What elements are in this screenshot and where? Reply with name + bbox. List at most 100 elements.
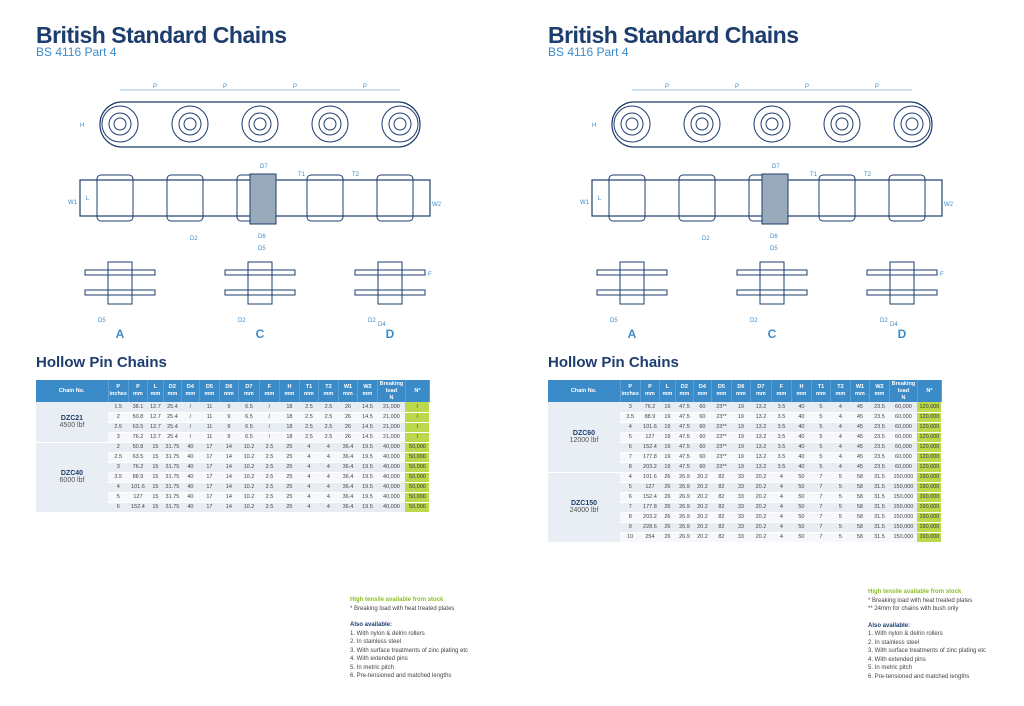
table-cell: 40,000 (377, 482, 406, 493)
table-cell: 26.9 (675, 472, 694, 483)
table-cell: 13.2 (750, 452, 772, 463)
h-label: H (80, 123, 84, 129)
p-label: P (363, 84, 367, 90)
table-cell: 7 (811, 532, 831, 543)
table-cell: 25 (279, 482, 300, 493)
table-cell: 60 (693, 422, 712, 433)
table-cell: 177.8 (640, 452, 660, 463)
table-cell: 33 (731, 482, 751, 493)
h-label: H (592, 123, 596, 129)
table-cell: 3.5 (771, 412, 792, 423)
table-cell: 4 (830, 422, 851, 433)
variant-plate (866, 289, 938, 296)
table-cell: 60,000 (889, 452, 918, 463)
pin (765, 117, 779, 131)
table-cell: 15 (147, 472, 164, 483)
table-cell: 127 (128, 492, 148, 503)
table-cell: 3.5 (771, 462, 792, 473)
table-cell: 60 (693, 402, 712, 413)
pin-section (249, 173, 277, 225)
table-cell: 120,000 (917, 462, 942, 473)
table-cell: 150,000 (889, 532, 918, 543)
p-label: P (223, 84, 227, 90)
column-header: Chain No. (548, 380, 621, 402)
table-cell: 26 (659, 522, 676, 533)
table-cell: 40 (181, 492, 200, 503)
table-cell: 2 (108, 442, 129, 453)
table-cell: 50 (791, 502, 812, 513)
table-cell: 50 (791, 472, 812, 483)
dimension-label: D7 (260, 164, 268, 170)
link-plate (683, 105, 721, 143)
also-item: 3. With surface treatments of zinc plati… (868, 648, 987, 654)
table-cell: 33 (731, 472, 751, 483)
table-cell: 228.6 (640, 522, 660, 533)
table-cell: 58 (850, 532, 870, 543)
pin (253, 117, 267, 131)
table-cell: 13.2 (750, 422, 772, 433)
table-cell: 50,000 (405, 492, 430, 503)
table-cell: 33 (731, 492, 751, 503)
table-cell: 47.5 (675, 432, 694, 443)
dimension-label: D5 (258, 246, 266, 252)
table-cell: 4 (771, 532, 792, 543)
table-cell: 3 (620, 402, 641, 413)
roller (318, 112, 342, 136)
p-label: P (665, 84, 669, 90)
table-cell: 14 (219, 492, 239, 503)
notes-block: High tensile available from stock * Brea… (350, 596, 468, 681)
table-cell: 3.5 (771, 432, 792, 443)
table-cell: 4 (318, 452, 339, 463)
table-cell: 40 (181, 502, 200, 513)
table-cell: 4 (318, 482, 339, 493)
table-cell: / (405, 412, 430, 423)
table-cell: 60 (693, 412, 712, 423)
also-item: 4. With extended pins (350, 656, 408, 662)
variant-plate (866, 269, 938, 276)
table-cell: 20.2 (750, 522, 772, 533)
table-cell: 7 (811, 492, 831, 503)
table-cell: 4 (830, 412, 851, 423)
table-cell: 25.4 (163, 412, 182, 423)
roller (760, 112, 784, 136)
table-cell: 2.5 (318, 402, 339, 413)
table-cell: 177.8 (640, 502, 660, 513)
table-cell: 26 (659, 502, 676, 513)
table-cell: 33 (731, 532, 751, 543)
table-cell: / (405, 432, 430, 443)
table-cell: 60,000 (889, 402, 918, 413)
chain-outline (611, 101, 933, 148)
table-cell: 50,000 (405, 482, 430, 493)
table-cell: 33 (731, 522, 751, 533)
table-cell: 25 (279, 452, 300, 463)
roller (388, 112, 412, 136)
table-cell: 19 (659, 412, 676, 423)
table-cell: 10.2 (238, 482, 260, 493)
pin (905, 117, 919, 131)
table-cell: 18 (279, 432, 300, 443)
link-plate (381, 105, 419, 143)
table-cell: 8 (620, 512, 641, 523)
table-cell: 26 (659, 532, 676, 543)
table-cell: 47.5 (675, 442, 694, 453)
table-cell: 5 (830, 522, 851, 533)
table-cell: 4 (771, 472, 792, 483)
table-cell: 12.7 (147, 412, 164, 423)
table-cell: 1.5 (108, 402, 129, 413)
table-cell: 9 (620, 522, 641, 533)
table-cell: 5 (811, 432, 831, 443)
table-cell: 15 (147, 502, 164, 513)
table-cell: 3.5 (108, 472, 129, 483)
table-cell: 23** (711, 402, 732, 413)
